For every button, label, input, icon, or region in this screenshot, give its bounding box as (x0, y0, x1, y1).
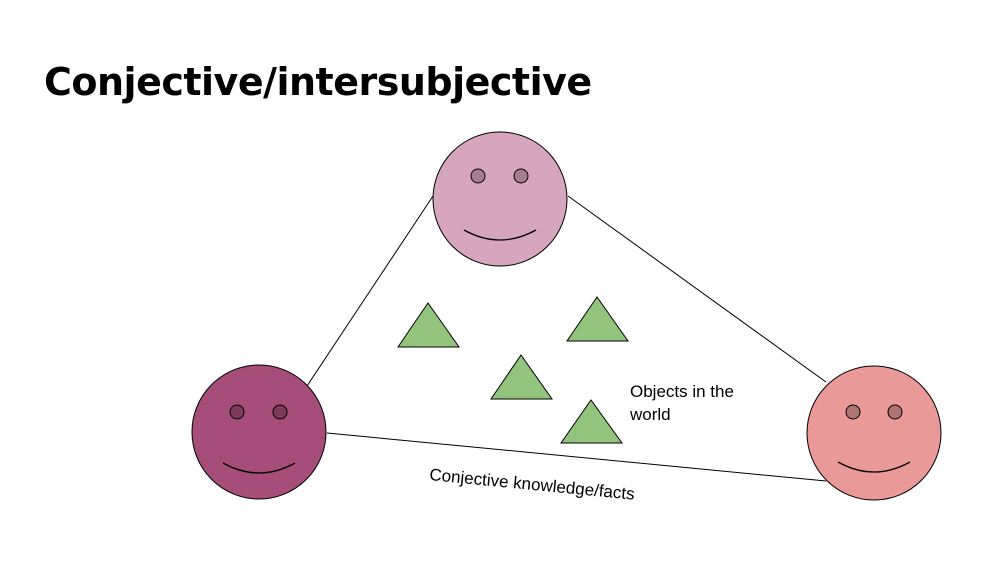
right-person-left-eye (845, 404, 861, 420)
objects-label-line1: Objects in the (630, 382, 734, 401)
right-person-face (806, 365, 942, 501)
edge-top-left (306, 195, 434, 387)
edge-left-right (326, 432, 827, 482)
objects-label-line2: world (629, 405, 671, 424)
top-person-right-eye (513, 168, 529, 184)
top-person-left-eye (470, 168, 486, 184)
object-triangle-1 (397, 302, 460, 348)
right-person-smile (837, 461, 911, 473)
right-person-head (806, 365, 942, 501)
left-person-left-eye (229, 404, 245, 420)
edge-label: Conjective knowledge/facts (429, 465, 636, 504)
top-person-head (432, 131, 568, 267)
object-triangle-3 (490, 354, 553, 400)
left-person-head (191, 364, 327, 500)
left-person-face (191, 364, 327, 500)
left-person-smile (222, 462, 296, 474)
object-triangle-4 (560, 399, 623, 444)
top-person-face (432, 131, 568, 267)
object-triangle-2 (566, 296, 629, 342)
slide-title: Conjective/intersubjective (44, 60, 592, 104)
top-person-smile (463, 229, 537, 241)
right-person-right-eye (887, 404, 903, 420)
left-person-right-eye (272, 404, 288, 420)
edge-top-right (567, 195, 827, 383)
